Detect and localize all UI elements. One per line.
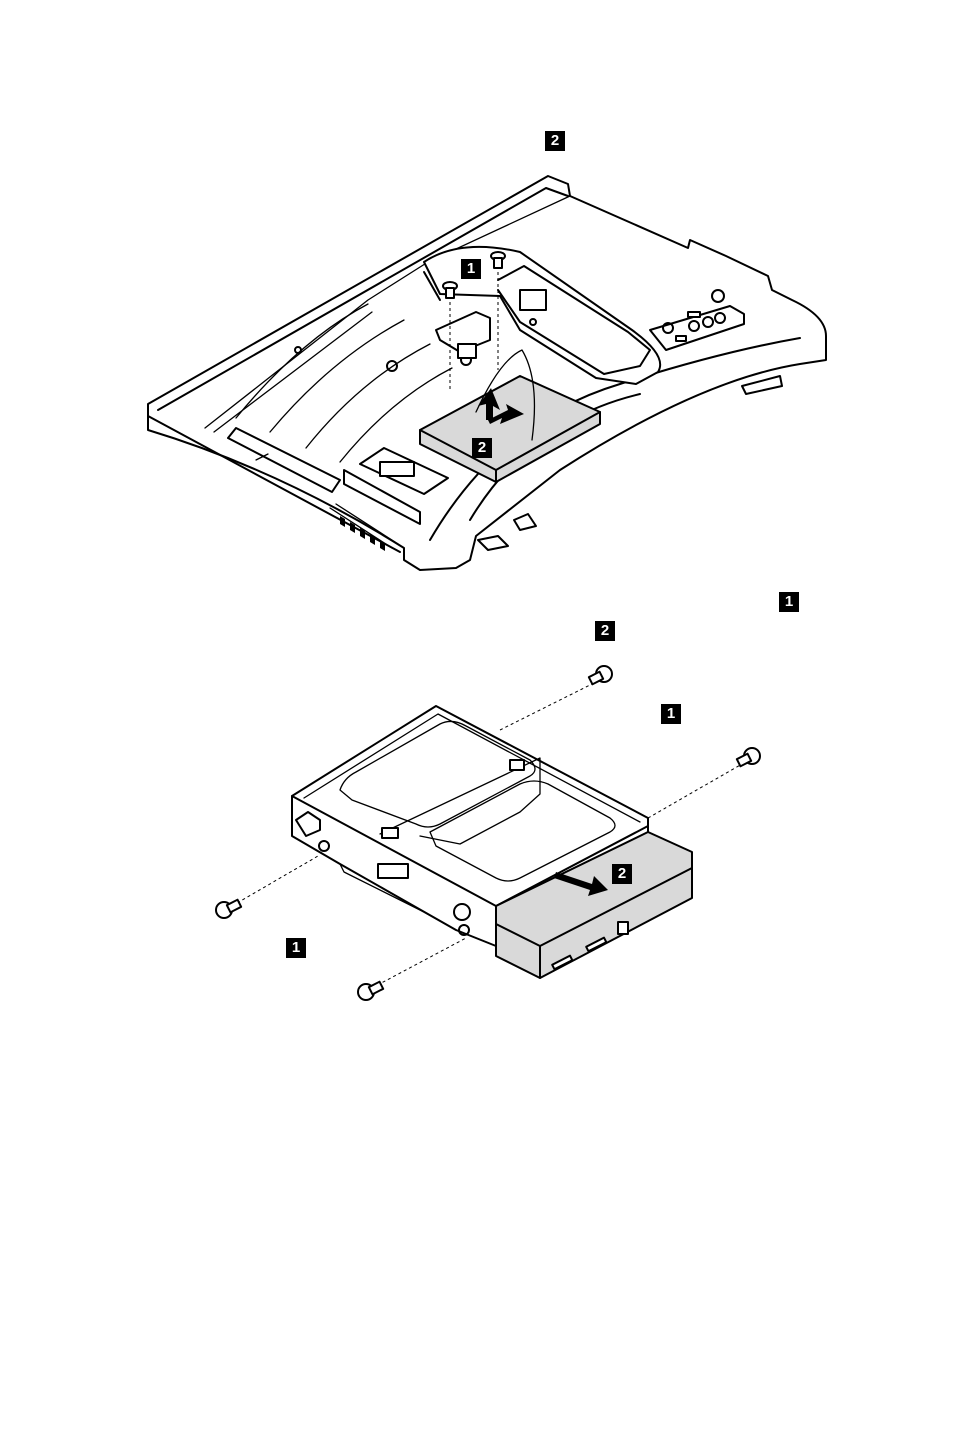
screw-icon bbox=[443, 282, 457, 298]
computer-back-diagram bbox=[0, 0, 954, 600]
callout-badge-step-1: 1 bbox=[661, 704, 681, 724]
callout-badge-step-1: 1 bbox=[286, 938, 306, 958]
screw-icon bbox=[491, 252, 505, 268]
screw-icon bbox=[358, 982, 383, 1000]
screw-icon bbox=[737, 748, 760, 766]
callout-badge-step-2: 2 bbox=[612, 864, 632, 884]
screw-icon bbox=[216, 900, 241, 918]
callout-badge-step-1: 1 bbox=[461, 259, 481, 279]
callout-badge-step-2: 2 bbox=[472, 438, 492, 458]
screw-icon bbox=[589, 666, 612, 684]
drive-bracket-diagram bbox=[0, 600, 954, 1040]
